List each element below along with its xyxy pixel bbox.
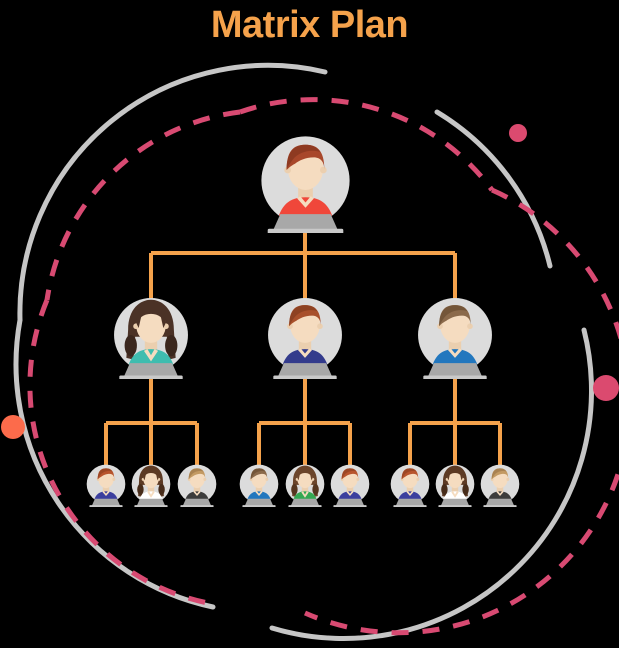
- node-member-9[interactable]: [477, 461, 523, 507]
- neck: [255, 485, 263, 495]
- laptop-screen: [244, 498, 274, 507]
- node-manager-2[interactable]: [261, 291, 349, 379]
- laptop-base: [119, 375, 183, 379]
- hair-braid-left: [441, 484, 448, 496]
- laptop-base: [89, 505, 123, 507]
- hair-braid-left: [124, 335, 137, 357]
- ear-right: [112, 477, 116, 481]
- ear-right: [317, 323, 323, 330]
- laptop-base: [267, 228, 343, 233]
- node-manager-1[interactable]: [107, 291, 195, 379]
- ear-right: [356, 477, 360, 481]
- laptop-base: [438, 505, 472, 507]
- page-title: Matrix Plan: [210, 4, 409, 46]
- laptop-base: [423, 375, 487, 379]
- laptop-base: [242, 505, 276, 507]
- dot-top-right: [509, 124, 527, 142]
- node-member-4[interactable]: [236, 461, 282, 507]
- dot-left-edge: [1, 415, 25, 439]
- ear-right: [467, 323, 473, 330]
- hair-braid-right: [462, 484, 469, 496]
- hair-highlight: [250, 468, 266, 480]
- laptop-base: [393, 505, 427, 507]
- hair-braid-right: [312, 484, 319, 496]
- node-member-1[interactable]: [83, 461, 129, 507]
- dot-right-edge: [593, 375, 619, 401]
- hair-braid-left: [291, 484, 298, 496]
- node-member-6[interactable]: [327, 461, 373, 507]
- hair-braid-left: [137, 484, 144, 496]
- ear-right: [416, 477, 420, 481]
- node-member-8[interactable]: [432, 461, 478, 507]
- node-member-3[interactable]: [174, 461, 220, 507]
- laptop-base: [333, 505, 367, 507]
- node-member-5[interactable]: [282, 461, 328, 507]
- ear-right: [319, 166, 327, 173]
- ear-right: [506, 477, 510, 481]
- node-member-7[interactable]: [387, 461, 433, 507]
- laptop-base: [288, 505, 322, 507]
- node-root[interactable]: [253, 128, 358, 233]
- node-manager-3[interactable]: [411, 291, 499, 379]
- ear-right: [203, 477, 207, 481]
- hair-braid-right: [165, 335, 178, 357]
- laptop-base: [180, 505, 214, 507]
- laptop-base: [134, 505, 168, 507]
- hair-braid-right: [158, 484, 165, 496]
- ear-left: [249, 477, 253, 481]
- ear-right: [265, 477, 269, 481]
- node-member-2[interactable]: [128, 461, 174, 507]
- collar-vee: [255, 490, 263, 496]
- laptop-base: [273, 375, 337, 379]
- laptop-base: [483, 505, 517, 507]
